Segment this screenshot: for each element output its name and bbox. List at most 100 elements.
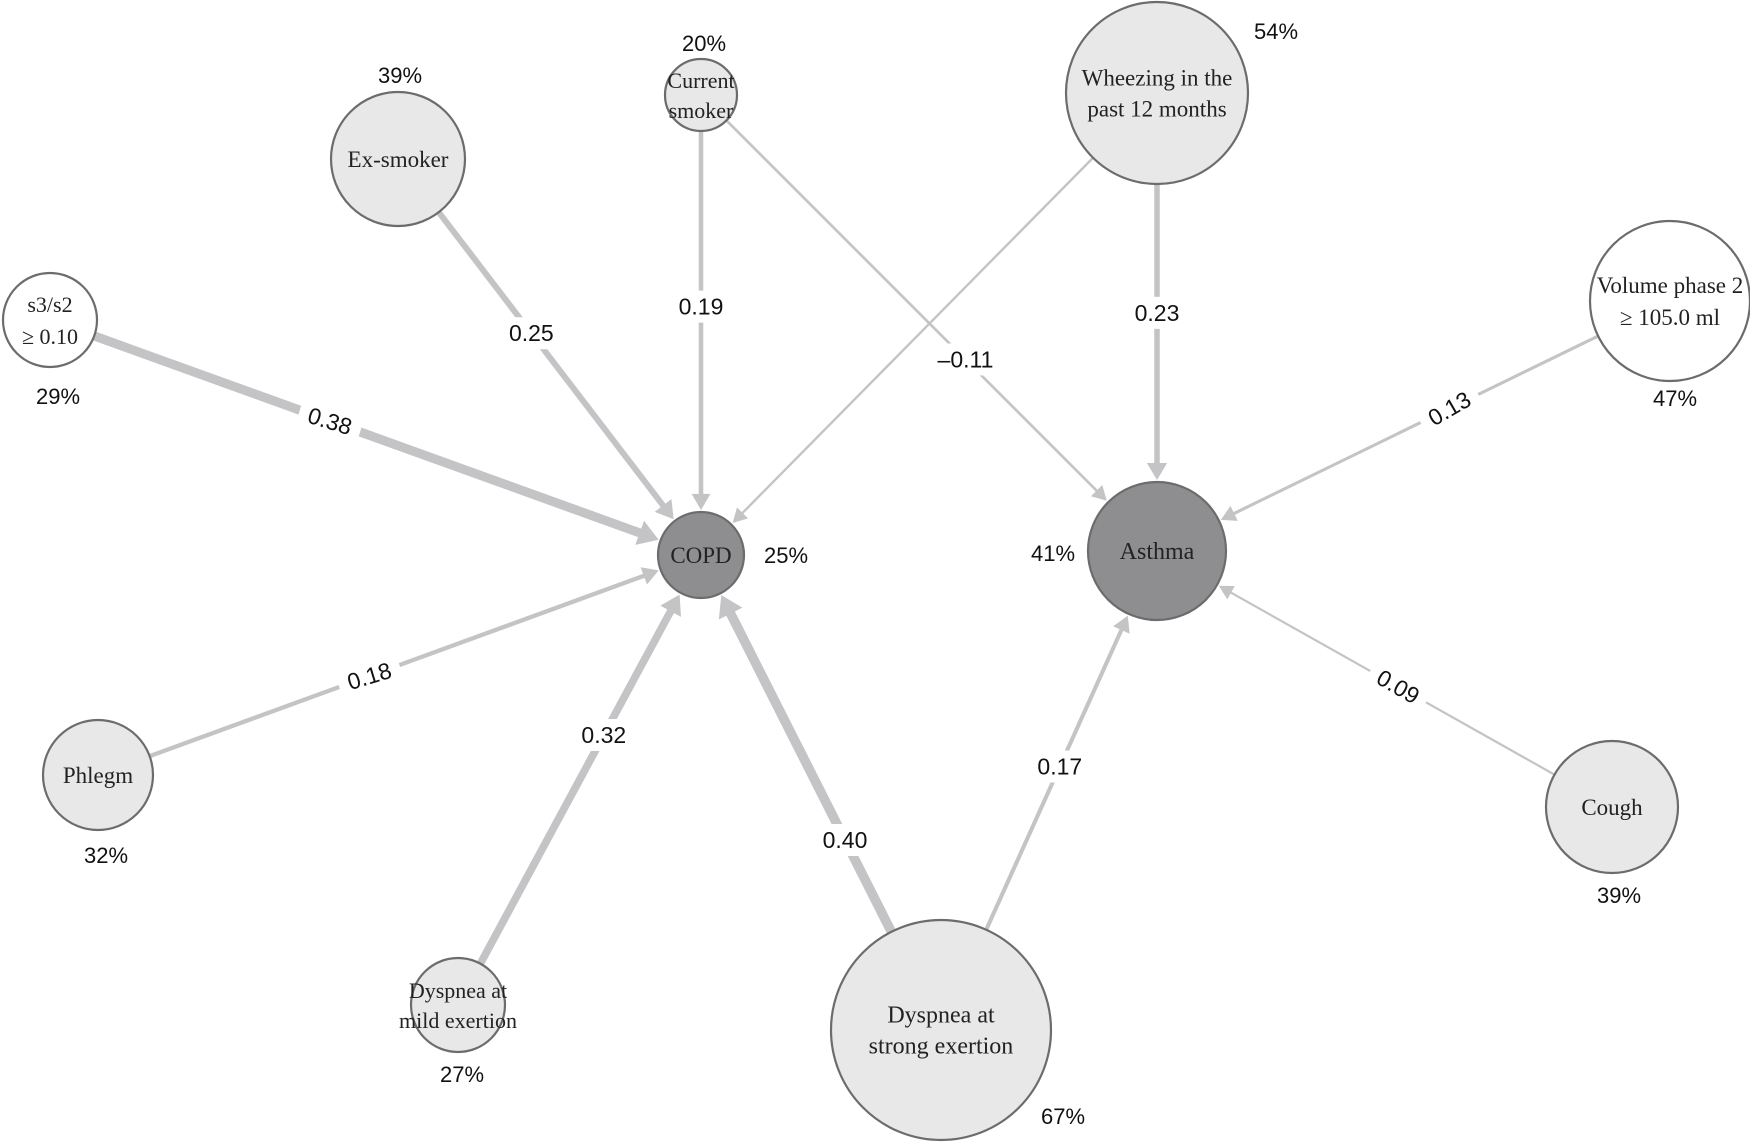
node-label: ≥ 105.0 ml [1620, 305, 1720, 330]
labels-layer: 0.380.250.190.180.320.40–0.110.230.130.0… [294, 290, 1486, 856]
node-label: strong exertion [869, 1034, 1014, 1060]
edge-coefficient-ex-smoker-to-copd: 0.25 [499, 317, 564, 350]
node-label: Volume phase 2 [1597, 273, 1744, 298]
node-copd: COPD 25% [656, 510, 808, 600]
node-circle [1588, 219, 1750, 383]
node-circle [1086, 480, 1228, 622]
node-circle [409, 956, 507, 1054]
coefficient-background [294, 396, 366, 446]
node-percent-label: 25% [764, 543, 808, 568]
node-circle [656, 510, 746, 600]
edge-volume-phase2-to-asthma [1220, 334, 1599, 521]
edge-dyspnea-strong-to-copd [718, 595, 896, 934]
coefficient-background [926, 343, 1004, 376]
edge-coefficient-current-smoker-to-asthma: –0.11 [926, 343, 1004, 376]
coefficient-background [334, 651, 405, 701]
edge-line [436, 210, 667, 509]
node-label: s3/s2 [27, 292, 72, 317]
node-percent-label: 20% [682, 31, 726, 56]
node-label: mild exertion [399, 1008, 517, 1033]
node-label: Ex-smoker [348, 147, 449, 172]
node-label: Asthma [1120, 539, 1195, 565]
edge-line [92, 331, 644, 538]
node-percent-label: 67% [1041, 1104, 1085, 1129]
edge-coefficient-phlegm-to-copd: 0.18 [334, 651, 405, 701]
coefficient-background [813, 824, 877, 856]
node-percent-label: 47% [1653, 386, 1697, 411]
node-label: Wheezing in the [1082, 66, 1233, 91]
arrowhead-icon [654, 499, 674, 520]
coefficient-background [1362, 656, 1434, 717]
node-circle [663, 57, 739, 133]
arrowhead-icon [732, 507, 749, 523]
node-label: COPD [670, 543, 731, 568]
coefficient-label: –0.11 [938, 346, 994, 372]
edge-coefficient-wheezing-to-asthma: 0.23 [1125, 296, 1189, 329]
node-percent-label: 39% [1597, 883, 1641, 908]
edge-coefficient-current-smoker-to-copd: 0.19 [669, 290, 733, 323]
node-percent-label: 54% [1254, 19, 1298, 44]
coefficient-background [571, 719, 636, 751]
coefficient-label: 0.17 [1037, 754, 1082, 780]
node-circle [329, 90, 467, 228]
node-percent-label: 27% [440, 1062, 484, 1087]
coefficient-label: 0.18 [344, 657, 394, 695]
node-asthma: Asthma 41% [1031, 480, 1228, 622]
arrowhead-icon [635, 520, 659, 545]
coefficient-label: 0.25 [509, 320, 554, 346]
node-circle [1544, 739, 1680, 875]
edge-dyspnea-mild-to-copd [476, 594, 681, 966]
edge-wheezing-to-asthma [1146, 184, 1168, 480]
node-label: past 12 months [1087, 97, 1226, 122]
node-label: Dyspnea at [409, 978, 507, 1003]
node-circle [829, 918, 1053, 1142]
arrowhead-icon [1218, 585, 1235, 600]
arrowhead-icon [691, 493, 711, 510]
node-circle [1, 271, 99, 369]
arrowhead-icon [718, 595, 743, 620]
edge-ex-smoker-to-copd [436, 210, 674, 520]
node-current-smoker: Current smoker 20% [663, 31, 739, 133]
edge-line [476, 607, 675, 966]
edge-s3s2-to-copd [92, 331, 659, 545]
arrowhead-icon [1113, 615, 1130, 634]
node-phlegm: Phlegm 32% [41, 718, 155, 868]
node-percent-label: 32% [84, 843, 128, 868]
node-percent-label: 41% [1031, 541, 1075, 566]
coefficient-background [669, 290, 733, 323]
edge-coefficient-dyspnea-strong-to-asthma: 0.17 [1027, 750, 1092, 783]
node-dyspnea-strong: Dyspnea at strong exertion 67% [829, 918, 1085, 1142]
edge-coefficient-volume-phase2-to-asthma: 0.13 [1413, 378, 1486, 439]
edge-coefficient-cough-to-asthma: 0.09 [1362, 656, 1434, 717]
node-label: ≥ 0.10 [22, 324, 78, 349]
edge-line [725, 609, 896, 934]
arrowhead-icon [660, 594, 681, 617]
node-cough: Cough 39% [1544, 739, 1680, 908]
node-label: Dyspnea at [887, 1003, 995, 1029]
edges-layer [92, 119, 1599, 966]
node-label: Cough [1581, 795, 1643, 820]
node-percent-label: 29% [36, 384, 80, 409]
edge-current-smoker-to-asthma [725, 119, 1107, 501]
edge-coefficient-dyspnea-mild-to-copd: 0.32 [571, 719, 636, 751]
coefficient-label: 0.38 [305, 402, 355, 440]
node-label: Current [667, 68, 734, 93]
node-circle [1064, 0, 1250, 186]
node-s3s2: s3/s2 ≥ 0.10 29% [1, 271, 99, 409]
coefficient-label: 0.19 [679, 294, 724, 320]
coefficient-label: 0.32 [581, 722, 626, 748]
coefficient-background [1125, 296, 1189, 329]
arrowhead-icon [1146, 463, 1168, 480]
edge-line [1231, 334, 1599, 516]
coefficient-background [499, 317, 564, 350]
node-volume-phase2: Volume phase 2 ≥ 105.0 ml 47% [1588, 219, 1750, 411]
node-label: smoker [669, 98, 734, 123]
node-label: Phlegm [63, 763, 133, 788]
arrowhead-icon [1090, 484, 1107, 501]
arrowhead-icon [640, 567, 659, 585]
node-ex-smoker: Ex-smoker 39% [329, 63, 467, 228]
node-percent-label: 39% [378, 63, 422, 88]
node-circle [41, 718, 155, 832]
